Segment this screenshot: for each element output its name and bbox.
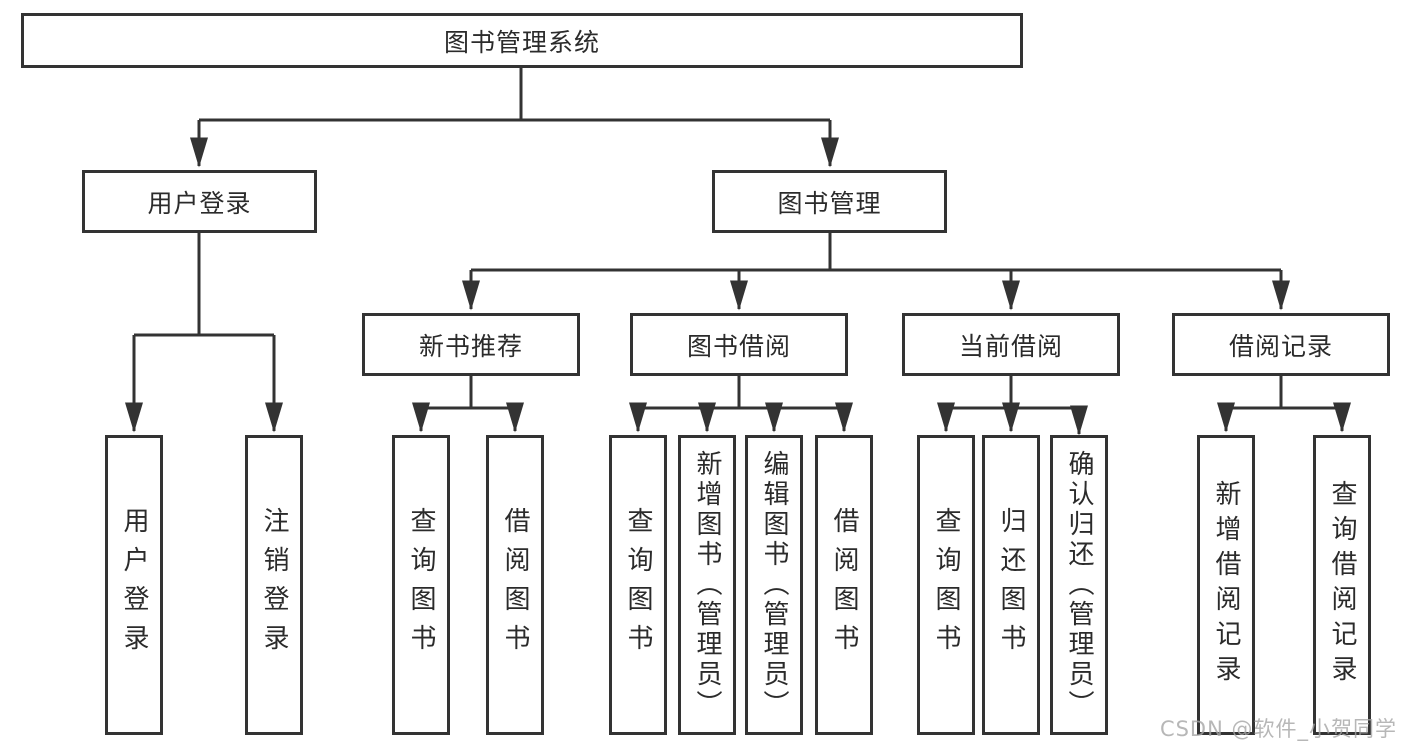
node-root-system: 图书管理系统: [21, 13, 1023, 68]
node-label: 查询图书: [623, 507, 653, 663]
connector-borrow-record-to-leaves: [1217, 376, 1351, 433]
connector-book-mgmt-to-level3: [462, 233, 1290, 311]
leaf-edit-books-admin: 编辑图书（管理员）: [745, 435, 803, 735]
leaf-borrow-books-recommend: 借阅图书: [486, 435, 544, 735]
leaf-query-books-recommend: 查询图书: [392, 435, 450, 735]
node-label: 用户登录: [119, 507, 149, 663]
node-current-borrowing: 当前借阅: [902, 313, 1120, 376]
node-label: 当前借阅: [958, 331, 1063, 361]
node-label: 注销登录: [259, 507, 289, 663]
leaf-return-books: 归还图书: [982, 435, 1040, 735]
node-label: 确认归还（管理员）: [1064, 450, 1094, 720]
node-label: 归还图书: [996, 507, 1026, 663]
leaf-user-login: 用户登录: [105, 435, 163, 735]
connector-current-borrow-to-leaves: [937, 376, 1088, 436]
node-borrowing-records: 借阅记录: [1172, 313, 1390, 376]
node-label: 用户登录: [147, 188, 252, 218]
node-label: 借阅记录: [1228, 331, 1333, 361]
node-label: 图书借阅: [686, 331, 791, 361]
node-new-book-recommend: 新书推荐: [362, 313, 580, 376]
node-label: 编辑图书（管理员）: [759, 450, 789, 720]
node-label: 查询图书: [406, 507, 436, 663]
node-label: 查询图书: [931, 507, 961, 663]
node-label: 查询借阅记录: [1327, 480, 1357, 690]
leaf-add-books-admin: 新增图书（管理员）: [678, 435, 736, 735]
leaf-query-books-current: 查询图书: [917, 435, 975, 735]
csdn-watermark: CSDN @软件_小贺同学: [1159, 717, 1397, 741]
node-book-borrowing: 图书借阅: [630, 313, 848, 376]
connector-book-borrow-to-leaves: [629, 376, 853, 433]
leaf-query-borrow-record: 查询借阅记录: [1313, 435, 1371, 735]
node-label: 借阅图书: [500, 507, 530, 663]
node-label: 新增图书（管理员）: [692, 450, 722, 720]
connector-new-book-to-leaves: [412, 376, 524, 433]
node-label: 新书推荐: [418, 331, 523, 361]
node-label: 图书管理: [777, 188, 882, 218]
leaf-confirm-return-admin: 确认归还（管理员）: [1050, 435, 1108, 735]
node-label: 新增借阅记录: [1211, 480, 1241, 690]
leaf-query-books-borrowing: 查询图书: [609, 435, 667, 735]
leaf-borrow-books-borrowing: 借阅图书: [815, 435, 873, 735]
node-label: 图书管理系统: [443, 27, 600, 57]
node-label: 借阅图书: [829, 507, 859, 663]
leaf-logout: 注销登录: [245, 435, 303, 735]
connector-user-login-to-leaves: [125, 233, 283, 433]
leaf-add-borrow-record: 新增借阅记录: [1197, 435, 1255, 735]
connector-root-to-level2: [190, 68, 839, 168]
node-user-login: 用户登录: [82, 170, 317, 233]
node-book-management: 图书管理: [712, 170, 947, 233]
